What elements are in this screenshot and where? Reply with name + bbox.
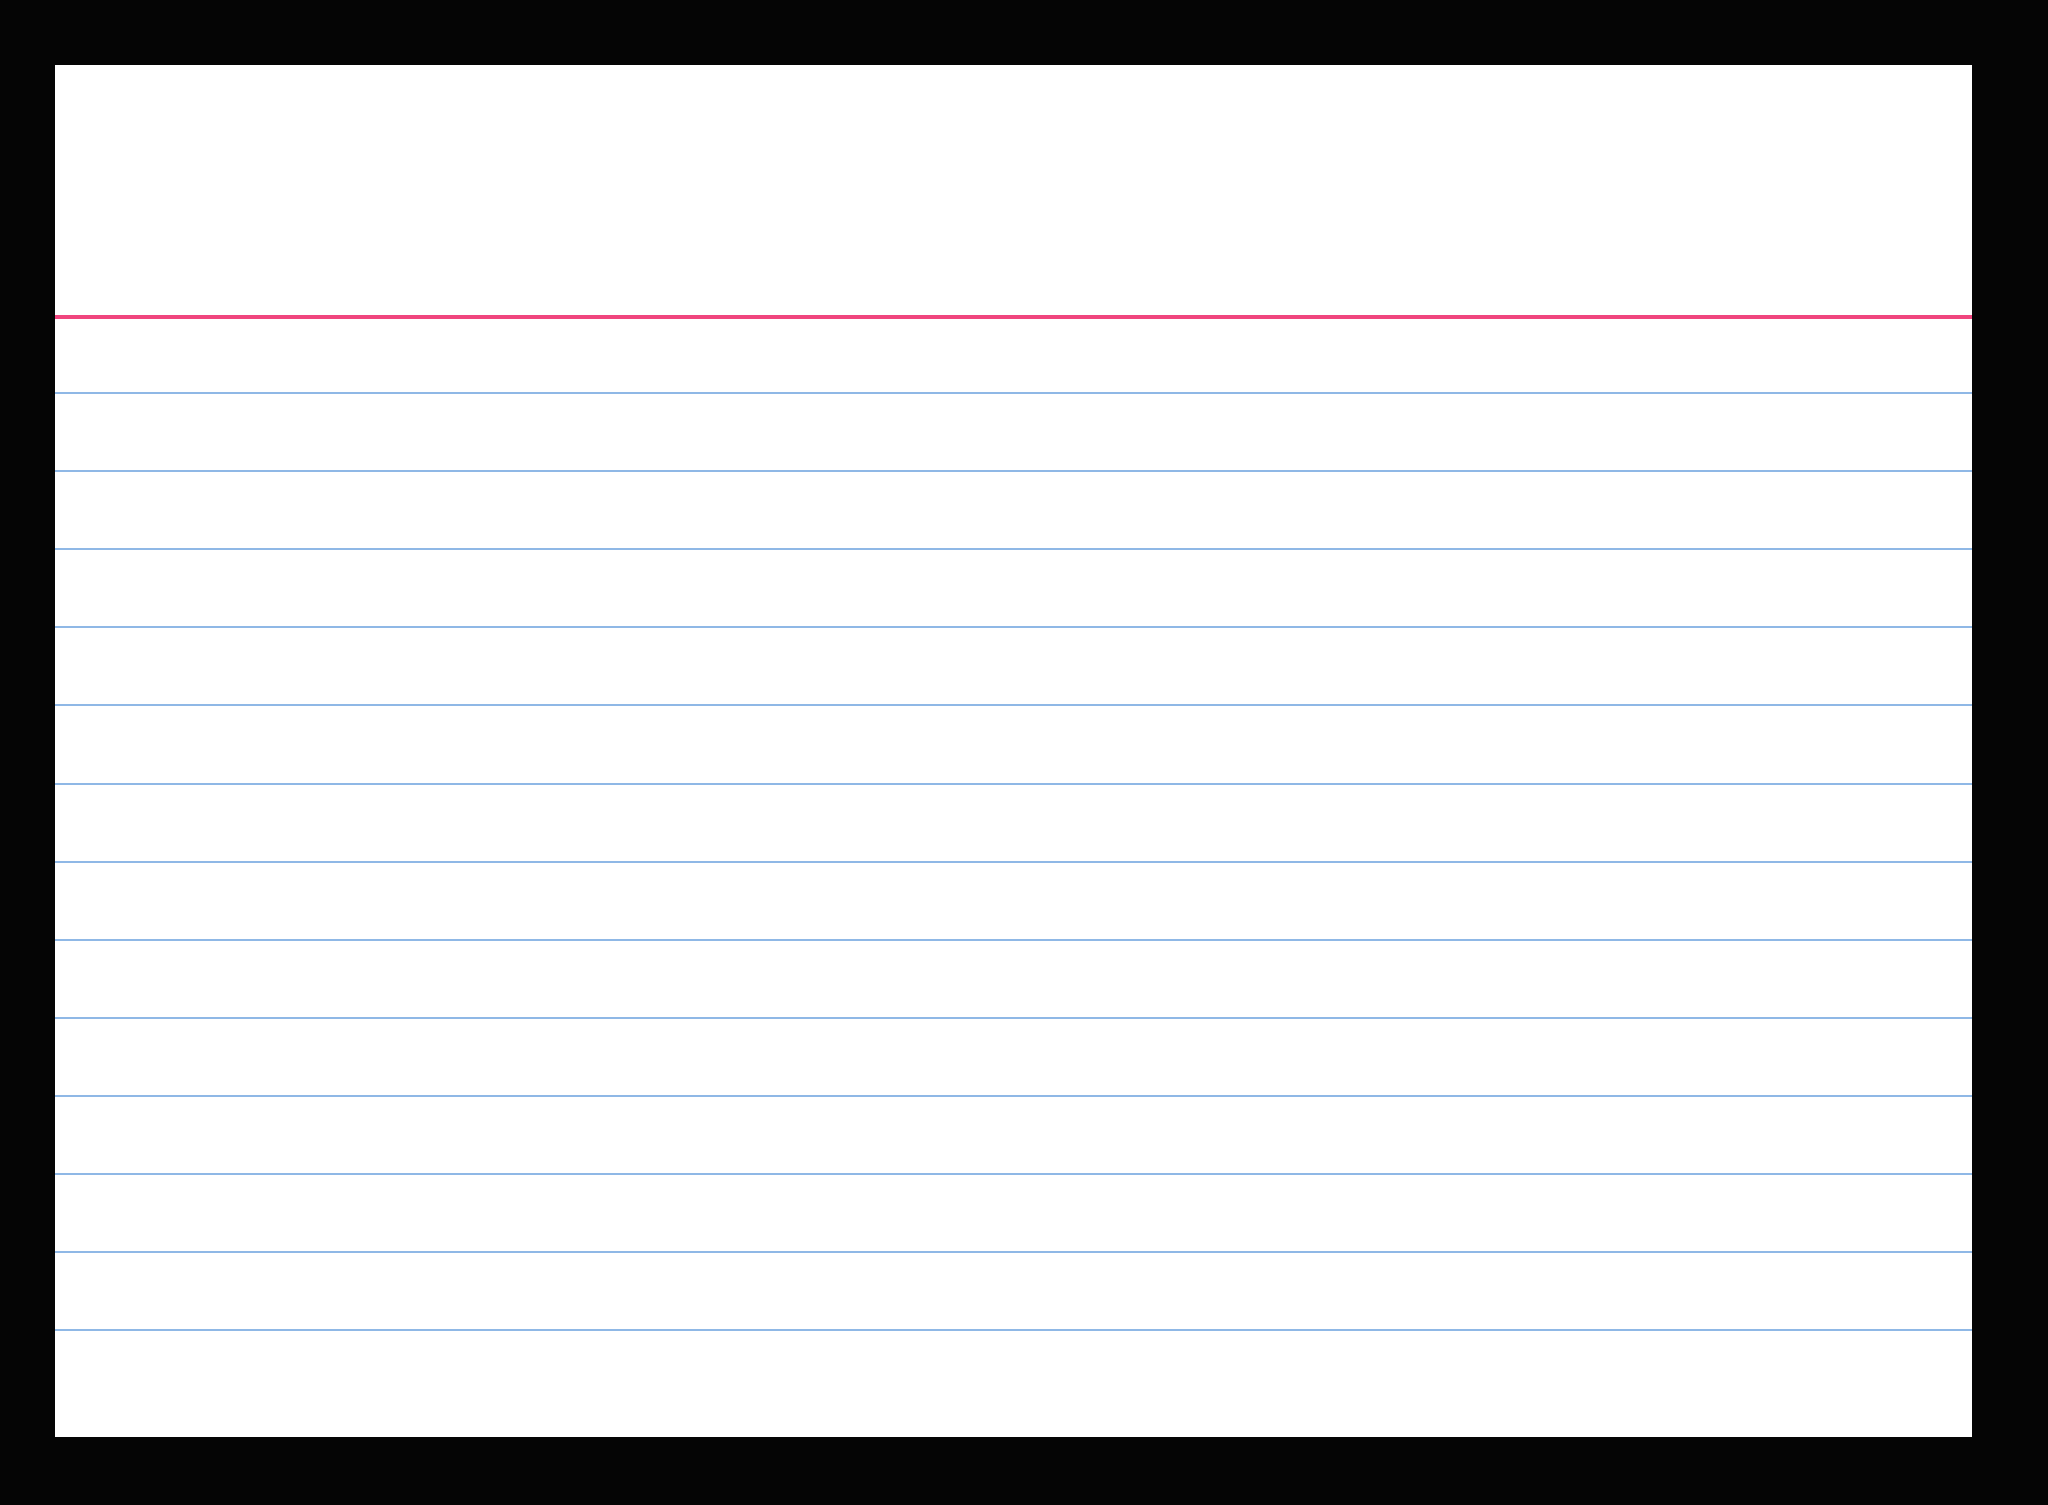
rule-line [55, 392, 1972, 394]
rule-line [55, 783, 1972, 785]
header-rule-line [55, 315, 1972, 319]
rule-line [55, 470, 1972, 472]
rule-line [55, 1017, 1972, 1019]
rule-line [55, 548, 1972, 550]
rule-line [55, 1095, 1972, 1097]
rule-line [55, 939, 1972, 941]
rule-line [55, 1173, 1972, 1175]
rule-line [55, 704, 1972, 706]
index-card [55, 65, 1972, 1437]
rule-line [55, 1329, 1972, 1331]
rule-line [55, 861, 1972, 863]
rule-line [55, 1251, 1972, 1253]
rule-line [55, 626, 1972, 628]
